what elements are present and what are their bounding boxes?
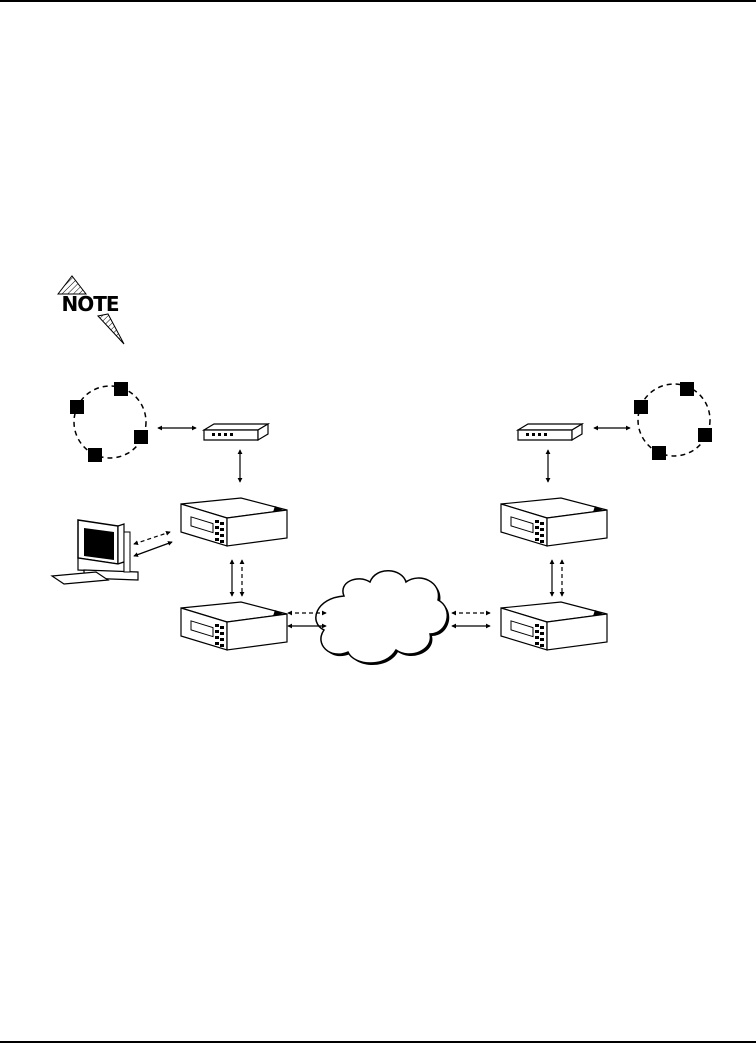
left-token-ring-icon <box>70 382 148 462</box>
left-mux-top-icon <box>181 498 287 546</box>
note-pencil-tip <box>98 314 124 344</box>
link-ws-mux-dashed <box>134 532 170 544</box>
note-icon: NOTE <box>48 268 132 350</box>
network-cloud-icon <box>316 571 449 665</box>
note-label: NOTE <box>48 292 132 316</box>
left-mux-bottom-icon <box>181 602 287 650</box>
network-diagram <box>0 370 756 690</box>
workstation-icon <box>52 520 138 584</box>
right-mux-bottom-icon <box>501 602 607 650</box>
right-mux-top-icon <box>501 498 607 546</box>
link-ws-mux-solid <box>134 542 172 556</box>
left-router-icon <box>204 424 268 440</box>
bottom-rule <box>0 1041 756 1043</box>
top-rule <box>0 0 756 2</box>
right-router-icon <box>518 424 582 440</box>
right-token-ring-icon <box>634 382 712 460</box>
